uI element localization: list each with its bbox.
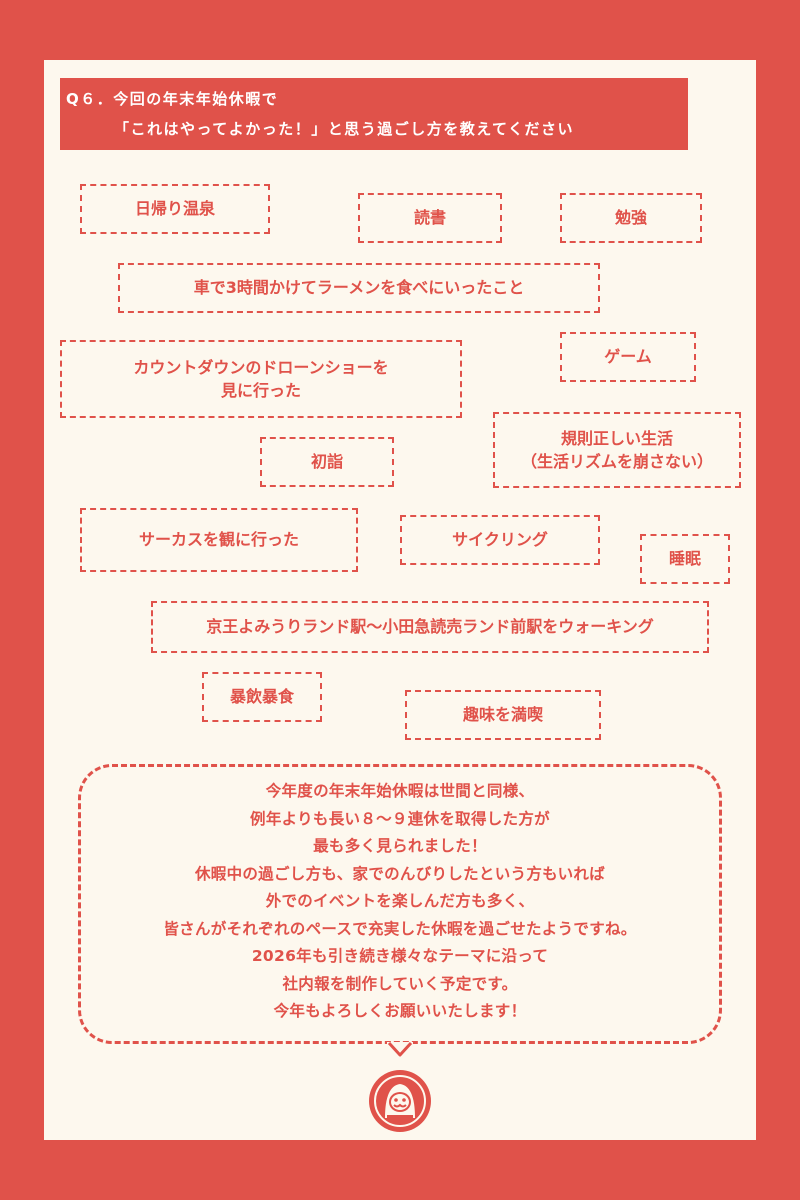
answer-tag: ゲーム	[560, 332, 696, 382]
answer-tag: 勉強	[560, 193, 702, 243]
answer-tag: 京王よみうりランド駅〜小田急読売ランド前駅をウォーキング	[151, 601, 709, 653]
answer-tag: カウントダウンのドローンショーを 見に行った	[60, 340, 462, 418]
daruma-icon	[369, 1070, 431, 1132]
question-line-2: 「これはやってよかった！」と思う過ごし方を教えてください	[114, 120, 575, 138]
answer-tag: 趣味を満喫	[405, 690, 601, 740]
answer-tag: 初詣	[260, 437, 394, 487]
question-header: Q６．今回の年末年始休暇で 「これはやってよかった！」と思う過ごし方を教えてくだ…	[60, 78, 688, 150]
answer-tag: 車で3時間かけてラーメンを食べにいったこと	[118, 263, 600, 313]
summary-bubble	[78, 764, 722, 1044]
answer-tag: サーカスを観に行った	[80, 508, 358, 572]
answer-tag: 読書	[358, 193, 502, 243]
speech-pointer-icon	[387, 1042, 413, 1057]
answer-tag: サイクリング	[400, 515, 600, 565]
summary-text: 今年度の年末年始休暇は世間と同様、 例年よりも長い８〜９連休を取得した方が 最も…	[163, 782, 637, 1020]
answer-tag: 睡眠	[640, 534, 730, 584]
answer-tag: 暴飲暴食	[202, 672, 322, 722]
question-line-1: Q６．今回の年末年始休暇で	[66, 90, 279, 108]
answer-tag: 日帰り温泉	[80, 184, 270, 234]
answer-tag: 規則正しい生活 （生活リズムを崩さない）	[493, 412, 741, 488]
